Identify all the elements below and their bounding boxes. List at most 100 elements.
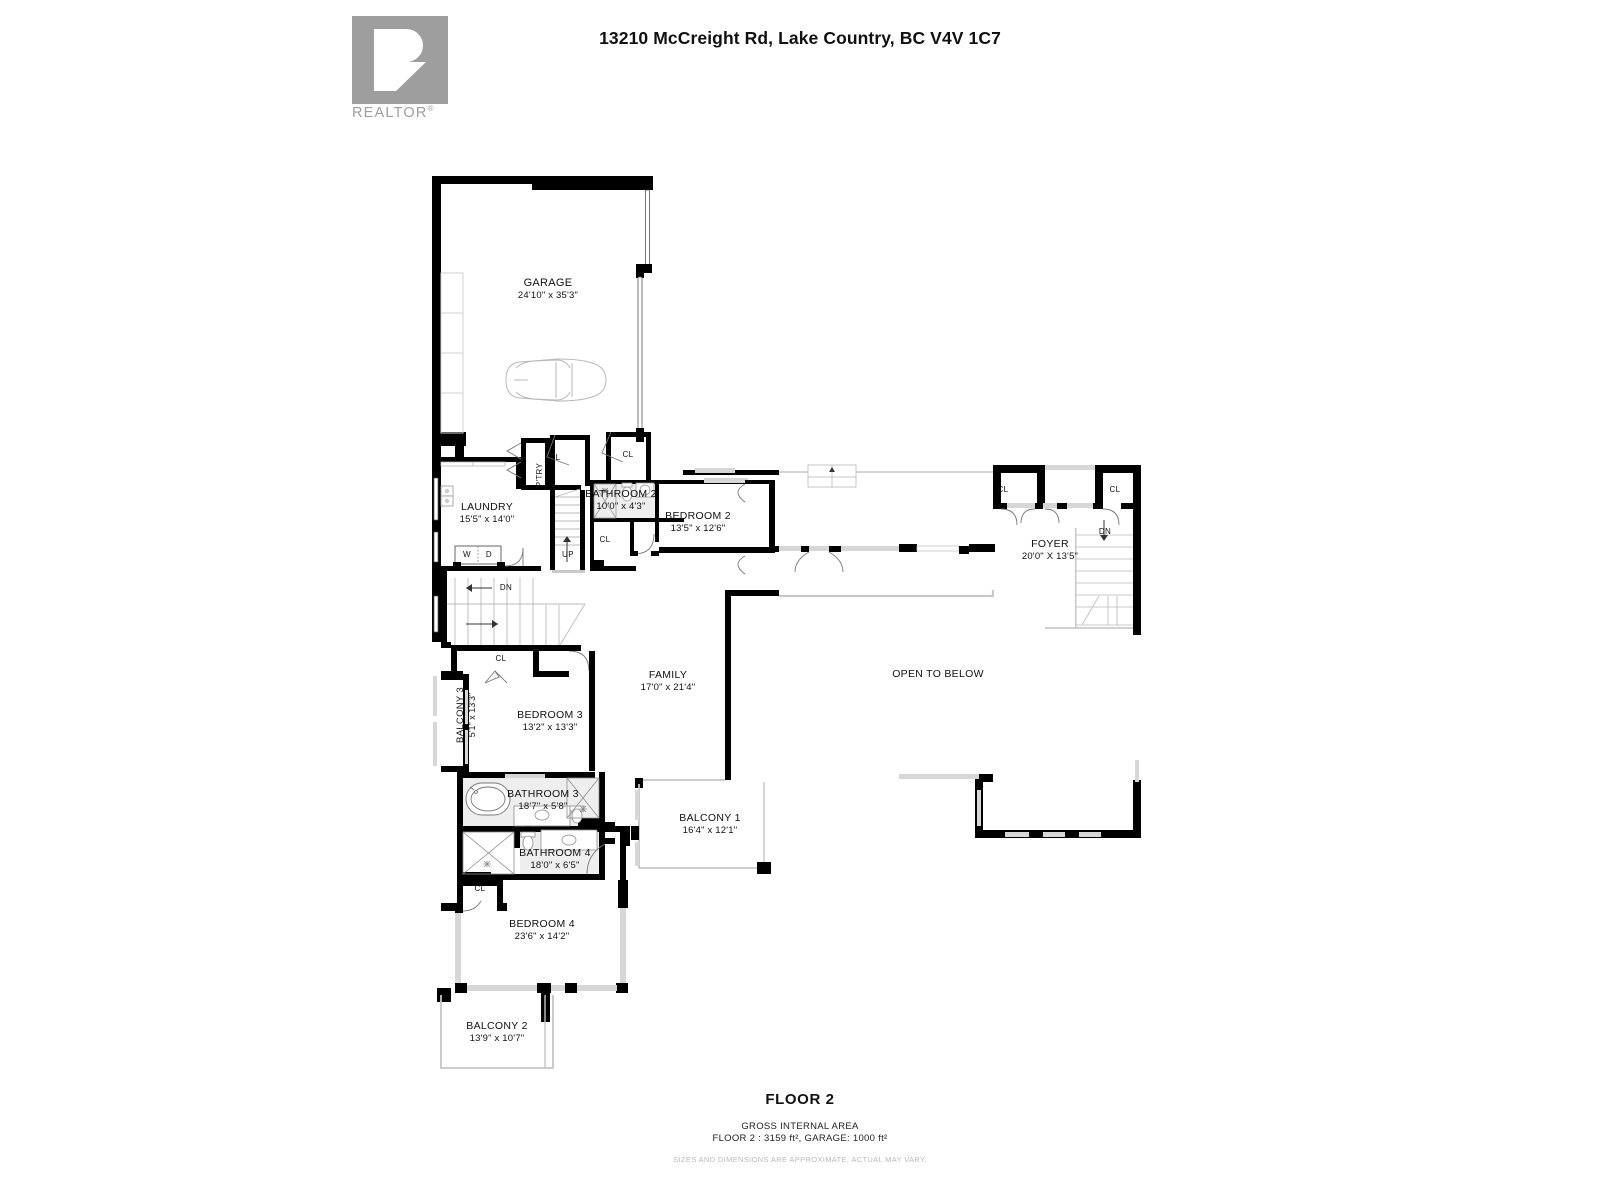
wall-cl2-top [606, 432, 650, 437]
stairs-down-main [447, 578, 586, 646]
wall-cl-bed4-top [457, 880, 503, 886]
door-bath4 [586, 843, 606, 875]
room-label-bedroom3: BEDROOM 3 13'2" x 13'3" [517, 709, 583, 733]
arrow-down-main [466, 584, 498, 628]
shower-icon-bath4 [462, 831, 515, 875]
wall-bedroom2-bottom [659, 547, 775, 553]
stairs-down-foyer [1076, 534, 1133, 626]
wall-bath3-bottom [457, 826, 605, 832]
label-dryer: D [485, 550, 493, 559]
wall-laundry-top [441, 457, 521, 462]
realtor-logo: REALTOR® [352, 16, 448, 121]
label-closet-foyer-left: CL [997, 485, 1009, 494]
toilet-icon-bath3 [569, 805, 585, 824]
vanity-icon-bath4 [540, 829, 598, 851]
disclaimer-text: SIZES AND DIMENSIONS ARE APPROXIMATE, AC… [673, 1155, 927, 1164]
label-closet-1: CL [549, 453, 561, 462]
toilet-icon-bath4 [520, 831, 536, 851]
realtor-wordmark: REALTOR® [352, 104, 448, 121]
label-closet-hall: CL [495, 654, 507, 663]
wall-foyer-left [993, 465, 1001, 507]
room-label-family: FAMILY 17'0" x 21'4" [640, 669, 696, 693]
wall-cl-hall-top [451, 645, 581, 651]
room-label-bathroom3: BATHROOM 3 18'7" x 5'8" [507, 788, 579, 812]
wall-stairs-left [550, 490, 555, 570]
window-left-2 [433, 531, 439, 563]
wall-ptry-left [521, 438, 526, 490]
shower-icon-bath3 [566, 777, 600, 819]
window-balcony3-1 [433, 676, 437, 716]
label-closet-3: CL [599, 535, 611, 544]
balcony2-rail [440, 995, 554, 1069]
window-garage-right [645, 189, 650, 266]
door-bedroom2-closet [737, 483, 746, 575]
realtor-r-icon [352, 16, 448, 104]
wall-laundry-bottom [441, 566, 541, 571]
room-label-garage: GARAGE 24'10" x 35'3" [517, 277, 579, 302]
label-stairs-down-foyer: DN [1098, 527, 1112, 536]
label-stairs-up: UP [562, 550, 574, 559]
sink-icon-bath2 [635, 482, 655, 498]
label-closet-foyer-right: CL [1109, 485, 1121, 494]
wall-ptry-bottom [521, 485, 581, 490]
wall-family-right [725, 590, 731, 780]
wall-garage-top-right [532, 176, 652, 190]
window-left-1 [433, 477, 439, 521]
label-closet-2: CL [622, 450, 634, 459]
wall-cl3-bottom [590, 566, 636, 571]
door-pantry [506, 442, 522, 479]
wall-garage-left [432, 176, 441, 446]
window-balcony3-2 [433, 722, 437, 766]
wall-bedroom3-right [589, 651, 595, 771]
wall-garage-bottom [432, 432, 466, 446]
window-foyer-top [1045, 465, 1095, 470]
room-label-balcony2: BALCONY 2 13'9" x 10'7" [466, 1020, 528, 1044]
realtor-word-text: REALTOR [352, 104, 428, 121]
room-label-bathroom2: BATHROOM 2 10'0" x 4'3" [585, 488, 657, 512]
wall-garage-top-left [432, 176, 532, 184]
floor-name: FLOOR 2 [765, 1091, 835, 1108]
room-label-bathroom4: BATHROOM 4 18'0" x 6'5" [519, 847, 591, 871]
label-washer: W [463, 550, 471, 559]
door-foyer-arcs [1000, 508, 1120, 526]
door-closet-2 [601, 431, 624, 463]
window-bed4-right [620, 908, 626, 988]
room-label-foyer: FOYER 20'0" X 13'5" [1021, 538, 1079, 562]
washer-dryer-icons [453, 545, 505, 566]
room-label-open-to-below: OPEN TO BELOW [892, 668, 984, 680]
window-bed4-left [455, 908, 461, 988]
room-label-bedroom4: BEDROOM 4 23'6" x 14'2" [509, 918, 575, 942]
gross-internal-area-label: GROSS INTERNAL AREA [741, 1121, 859, 1132]
room-label-laundry: LAUNDRY 15'5" x 14'0" [459, 501, 515, 525]
registered-trademark-icon: ® [427, 104, 435, 113]
window-bedroom2-top [704, 478, 748, 483]
door-cl-hall [484, 670, 508, 684]
arrow-up [563, 536, 571, 562]
wall-ptry-right [545, 438, 550, 490]
wall-bath4-bottom [457, 874, 605, 880]
door-laundry [504, 547, 524, 567]
toilet-icon-bath2 [621, 482, 633, 502]
wall-cl1-top [550, 435, 590, 440]
car-icon [505, 358, 607, 402]
window-garage-right-lower [637, 276, 643, 430]
label-pantry: P'TRY [535, 462, 544, 488]
bathtub-icon [465, 782, 511, 816]
stair-opening-top [807, 464, 857, 488]
page-header: REALTOR® 13210 McCreight Rd, Lake Countr… [0, 0, 1600, 150]
label-stairs-down-main: DN [499, 583, 513, 592]
wall-right-lower [1133, 780, 1141, 836]
arrow-down-foyer [1100, 520, 1108, 541]
garage-shelving [440, 272, 464, 434]
door-closet-1 [546, 434, 570, 466]
area-summary: FLOOR 2 : 3159 ft², GARAGE: 1000 ft² [712, 1133, 888, 1144]
room-label-balcony1: BALCONY 1 16'4" x 12'1" [679, 812, 741, 836]
wall-bedroom2-right [769, 480, 775, 552]
door-hall-right [568, 650, 590, 672]
laundry-sink-icon [440, 485, 454, 507]
door-cl-bed4 [462, 900, 482, 912]
label-closet-bed4: CL [474, 884, 486, 893]
wall-stairs-right [580, 490, 585, 570]
vanity-icon-bath3 [513, 805, 571, 827]
